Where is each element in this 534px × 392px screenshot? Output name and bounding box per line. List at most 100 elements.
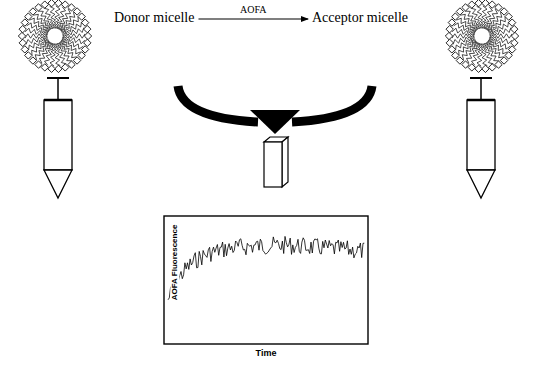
- head-group: [468, 1, 475, 8]
- head-group: [41, 1, 48, 8]
- syringe: [44, 78, 72, 198]
- needle-cone: [467, 170, 495, 198]
- surfactant-tail: [62, 28, 84, 36]
- surfactant-tail: [40, 44, 54, 64]
- surfactant-tail: [460, 14, 476, 32]
- surfactant-tail: [33, 14, 49, 32]
- head-group: [505, 13, 512, 20]
- head-group: [446, 39, 453, 46]
- head-group: [62, 64, 69, 71]
- surfactant-tail: [58, 41, 72, 61]
- surfactant-tail: [60, 40, 76, 58]
- head-group: [508, 19, 515, 26]
- head-group: [29, 57, 36, 64]
- head-group: [462, 61, 469, 68]
- head-group: [482, 0, 489, 7]
- surfactant-tail: [38, 11, 52, 31]
- merge-arrow-head: [250, 110, 300, 134]
- head-group: [446, 25, 453, 32]
- head-group: [500, 57, 507, 64]
- head-group: [73, 8, 80, 15]
- head-group: [19, 25, 26, 32]
- head-group: [482, 65, 489, 72]
- cuvette: [264, 142, 282, 187]
- node-text: Donor micelle: [114, 10, 194, 26]
- head-group: [511, 39, 518, 46]
- head-group: [448, 46, 455, 53]
- micelle-label: Donor micelle: [112, 9, 196, 27]
- head-group: [25, 13, 32, 20]
- head-group: [452, 13, 459, 20]
- surfactant-tail: [61, 22, 82, 34]
- surfactant-tail: [56, 43, 66, 64]
- head-group: [29, 8, 36, 15]
- head-group: [35, 61, 42, 68]
- surfactant-tail: [489, 28, 511, 36]
- surfactant-tail: [487, 40, 503, 58]
- surfactant-tail: [465, 11, 479, 31]
- head-group: [78, 13, 85, 20]
- surfactant-tail: [485, 41, 499, 61]
- barrel-flange: [44, 99, 72, 102]
- head-group: [456, 8, 463, 15]
- needle-cone: [44, 170, 72, 198]
- node-text: Acceptor micelle: [312, 10, 408, 26]
- head-group: [19, 39, 26, 46]
- surfactant-tail: [488, 22, 509, 34]
- surfactant-tail: [63, 37, 84, 49]
- cuvette-side: [282, 137, 288, 187]
- head-group: [84, 39, 91, 46]
- head-group: [445, 32, 452, 39]
- plot-frame: [164, 216, 368, 344]
- head-group: [55, 0, 62, 7]
- surfactant-tail: [27, 23, 48, 35]
- head-group: [21, 46, 28, 53]
- syringe-barrel: [44, 100, 72, 170]
- micelle: [445, 0, 518, 73]
- head-group: [55, 65, 62, 72]
- head-group: [452, 52, 459, 59]
- surfactant-tail: [490, 37, 511, 49]
- head-group: [78, 52, 85, 59]
- surfactant-tail: [454, 23, 475, 35]
- merge-arrow-left: [178, 86, 258, 122]
- micelle-label: Acceptor micelle: [310, 9, 410, 27]
- head-group: [18, 32, 25, 39]
- y-axis-label: AOFA Fluorescence: [170, 224, 179, 300]
- transfer-arrow: [198, 18, 308, 19]
- micelle: [18, 0, 91, 73]
- syringe: [467, 78, 495, 198]
- head-group: [84, 32, 91, 39]
- plunger-rod: [480, 78, 482, 100]
- head-group: [68, 4, 75, 11]
- head-group: [511, 32, 518, 39]
- surfactant-tail: [57, 9, 71, 29]
- head-group: [25, 52, 32, 59]
- head-group: [48, 65, 55, 72]
- edge-label: AOFA: [240, 4, 266, 15]
- head-group: [73, 57, 80, 64]
- head-group: [456, 57, 463, 64]
- head-group: [500, 8, 507, 15]
- surfactant-tail: [44, 8, 54, 29]
- surfactant-tail: [456, 38, 477, 50]
- surfactant-tail: [483, 43, 493, 64]
- head-group: [495, 4, 502, 11]
- head-group: [505, 52, 512, 59]
- head-group: [511, 25, 518, 32]
- head-group: [84, 25, 91, 32]
- surfactant-tail: [29, 38, 50, 50]
- head-group: [489, 64, 496, 71]
- surfactant-tail: [471, 8, 481, 29]
- head-group: [475, 0, 482, 7]
- syringe-barrel: [467, 100, 495, 170]
- head-group: [48, 0, 55, 7]
- fluorescence-trace: [168, 236, 364, 299]
- surfactant-tail: [484, 9, 498, 29]
- merge-arrow-right: [292, 86, 372, 122]
- plunger-rod: [57, 78, 59, 100]
- x-axis-label: Time: [256, 348, 277, 358]
- head-group: [81, 19, 88, 26]
